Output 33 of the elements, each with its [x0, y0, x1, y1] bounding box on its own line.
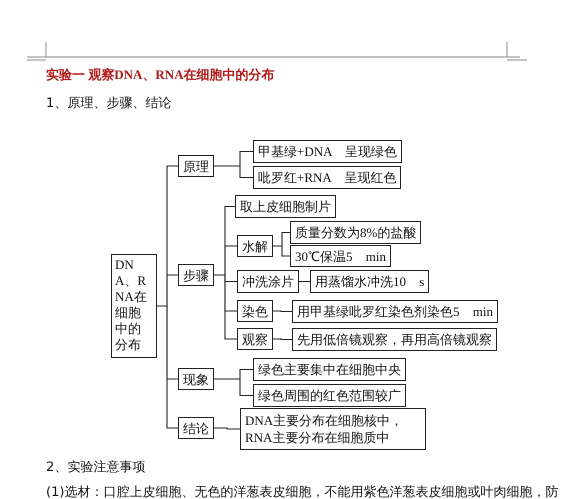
- text-box: 绿色主要集中在细胞中央: [253, 358, 406, 381]
- connector-line: [273, 310, 292, 312]
- category-box: 原理: [178, 155, 214, 177]
- text-box: 用甲基绿吡罗红染色剂染色5 min: [292, 300, 498, 323]
- heading: 实验一 观察DNA、RNA在细胞中的分布: [46, 66, 275, 84]
- category-box: 结论: [178, 417, 214, 439]
- text-box: DNA主要分布在细胞核中，RNA主要分布在细胞质中: [240, 408, 426, 450]
- connector-line: [273, 338, 292, 340]
- section-heading: 1、原理、步骤、结论: [46, 95, 172, 112]
- topic-box: DNA、RNA在细胞中的分布: [111, 254, 157, 358]
- text-box: 观察: [237, 328, 273, 350]
- text-box: 用蒸馏水冲洗10 s: [310, 270, 430, 293]
- connector-line: [214, 427, 240, 430]
- connector-line: [214, 274, 237, 340]
- text-box: 甲基绿+DNA 呈现绿色: [253, 140, 402, 163]
- text-box: 30℃保温5 min: [290, 245, 391, 267]
- text-box: 吡罗红+RNA 呈现红色: [253, 166, 402, 189]
- text-box: 取上皮细胞制片: [235, 195, 336, 218]
- connector-line: [157, 305, 178, 429]
- category-box: 步骤: [178, 264, 214, 286]
- paragraph: (1)选材：口腔上皮细胞、无色的洋葱表皮细胞，不能用紫色洋葱表皮细胞或叶肉细胞，防: [46, 484, 558, 499]
- category-box: 现象: [178, 368, 214, 390]
- connector-line: [214, 165, 253, 178]
- text-box: 染色: [237, 300, 273, 322]
- text-box: 水解: [237, 235, 273, 257]
- text-box: 质量分数为8%的盐酸: [290, 221, 422, 244]
- text-box: 冲洗涂片: [237, 270, 299, 293]
- section-heading: 2、实验注意事项: [46, 459, 146, 476]
- connector-line: [214, 378, 253, 396]
- text-box: 先用低倍镜观察，再用高倍镜观察: [292, 328, 497, 351]
- connector-line: [273, 245, 290, 257]
- connector-line: [299, 280, 310, 282]
- text-box: 绿色周围的红色范围较广: [253, 384, 406, 407]
